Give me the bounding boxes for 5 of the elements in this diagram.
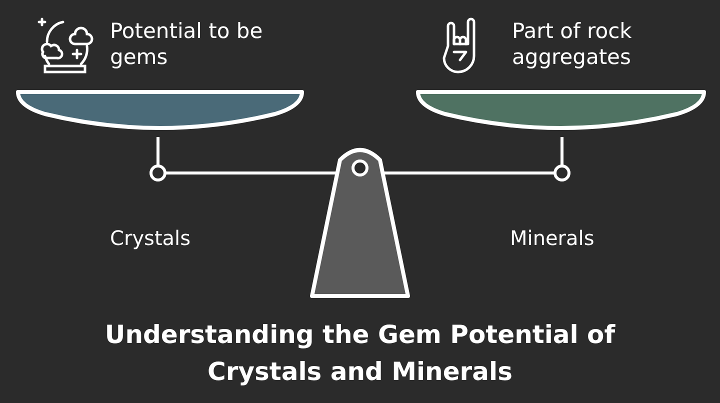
pan-caption: Part of rock aggregates (512, 18, 633, 70)
title: Understanding the Gem Potential of Crystals and Minerals (104, 319, 616, 388)
side-label: Minerals (510, 226, 594, 250)
pan-caption: Potential to be gems (110, 18, 264, 70)
side-label: Crystals (110, 226, 191, 250)
